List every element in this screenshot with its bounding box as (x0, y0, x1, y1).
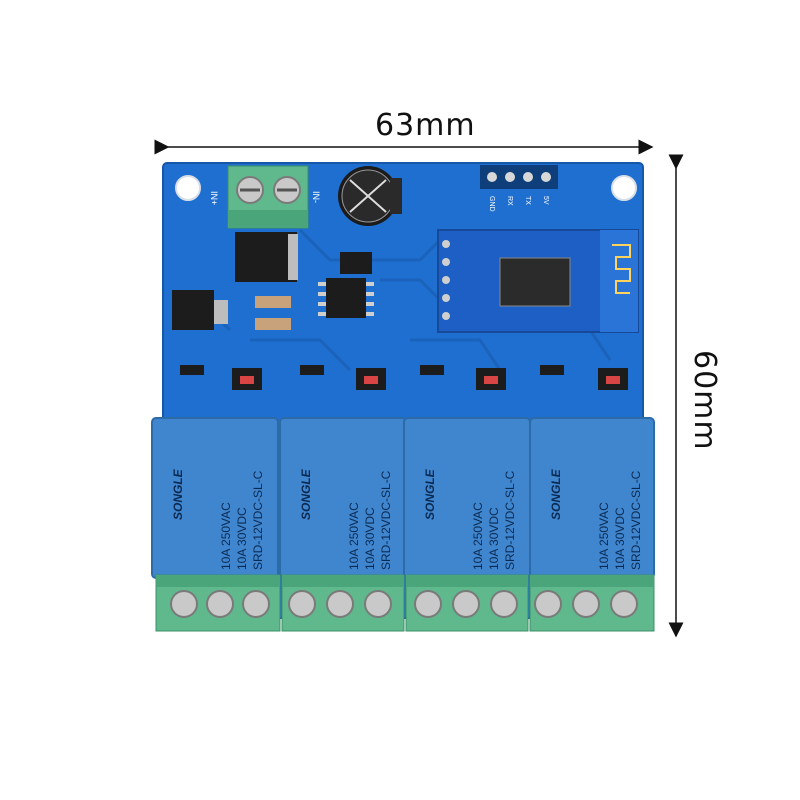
relay-3-brand: SONGLE (423, 468, 437, 520)
relay-4-model: SRD-12VDC-SL-C (629, 470, 643, 570)
relay-4-brand: SONGLE (549, 468, 563, 520)
output-terminal-2 (281, 574, 405, 632)
output-terminal-4 (529, 574, 655, 632)
serial-label-5v: 5V (542, 196, 549, 205)
relay-4-rating-ac: 10A 250VAC (597, 502, 611, 570)
relay-2-brand: SONGLE (299, 468, 313, 520)
relay-1-model: SRD-12VDC-SL-C (251, 470, 265, 570)
bluetooth-module (437, 229, 639, 333)
serial-label-rx: RX (506, 196, 513, 206)
serial-header (480, 165, 558, 189)
output-terminal-1 (155, 574, 281, 632)
serial-label-gnd: GND (488, 196, 495, 212)
voltage-regulator (235, 232, 298, 282)
relay-3-rating-ac: 10A 250VAC (471, 502, 485, 570)
output-terminal-3 (405, 574, 529, 632)
relay-1-rating: 10A 30VDC (235, 507, 249, 570)
relay-1-rating-ac: 10A 250VAC (219, 502, 233, 570)
relay-1-brand: SONGLE (171, 468, 185, 520)
relay-4-rating: 10A 30VDC (613, 507, 627, 570)
relay-3-rating: 10A 30VDC (487, 507, 501, 570)
smd-chip-l1 (172, 290, 214, 330)
relay-2-rating-ac: 10A 250VAC (347, 502, 361, 570)
serial-label-tx: TX (524, 196, 531, 205)
ic-8pin (318, 278, 374, 318)
width-dimension-label: 63mm (375, 108, 476, 143)
mount-hole-left (175, 175, 201, 201)
label-in-plus: IN+ (209, 191, 219, 205)
mount-hole-right (611, 175, 637, 201)
relay-3-model: SRD-12VDC-SL-C (503, 470, 517, 570)
relay-2-rating: 10A 30VDC (363, 507, 377, 570)
relay-2-model: SRD-12VDC-SL-C (379, 470, 393, 570)
power-terminal (227, 165, 309, 229)
electrolytic-capacitor (338, 166, 402, 226)
label-in-minus: IN- (311, 191, 321, 203)
